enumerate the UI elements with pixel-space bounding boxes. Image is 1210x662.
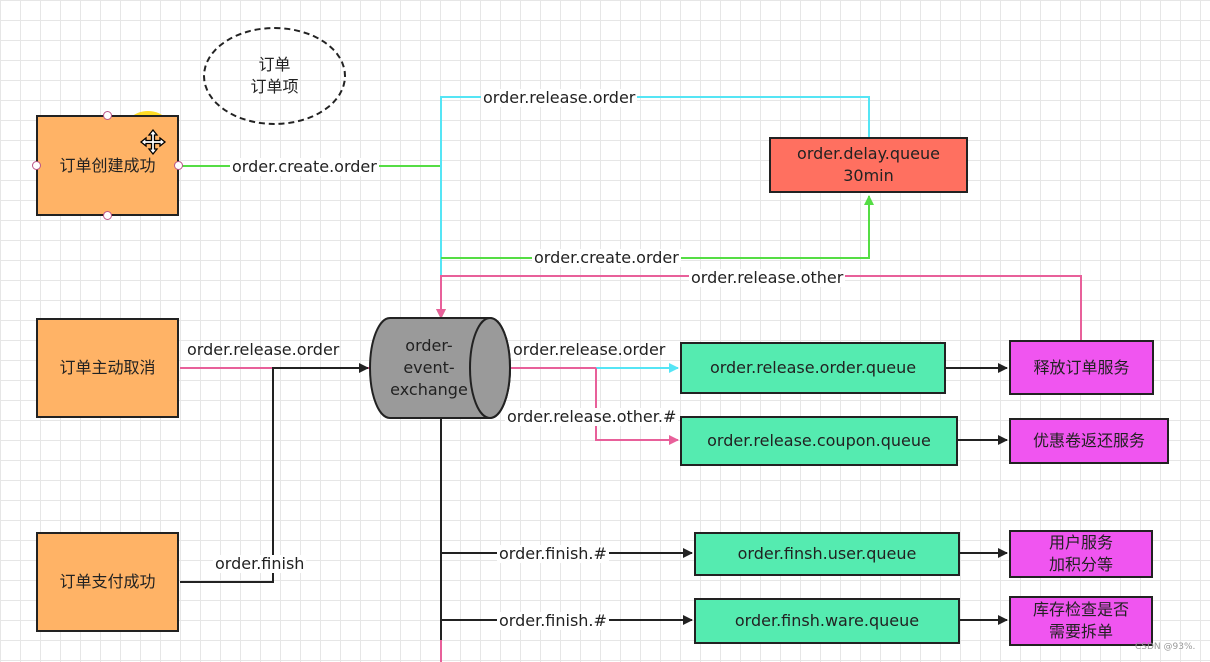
ware-service-box[interactable]: 库存检查是否 需要拆单	[1009, 596, 1153, 646]
release-service-box[interactable]: 释放订单服务	[1009, 340, 1154, 395]
note-ellipse[interactable]: 订单 订单项	[203, 27, 346, 125]
edge-label-order-finish: order.finish	[213, 554, 307, 573]
resize-handle-left[interactable]	[32, 161, 41, 170]
edge-label-release-other-mid: order.release.other	[689, 268, 846, 287]
edge-label-finish-user: order.finish.#	[497, 544, 609, 563]
finsh-ware-queue-box[interactable]: order.finsh.ware.queue	[694, 598, 960, 644]
release-coupon-queue-box[interactable]: order.release.coupon.queue	[680, 416, 958, 466]
edge-label-cancel-release-order: order.release.order	[187, 340, 340, 359]
coupon-service-box[interactable]: 优惠卷返还服务	[1009, 418, 1169, 464]
edge-finish	[180, 363, 369, 583]
move-cursor-icon	[139, 128, 167, 156]
edge-label-finish-ware: order.finish.#	[497, 611, 609, 630]
edge-label-create-order-mid: order.create.order	[532, 248, 681, 267]
resize-handle-right[interactable]	[174, 161, 183, 170]
delay-queue-box[interactable]: order.delay.queue 30min	[769, 137, 968, 193]
exchange-cylinder	[369, 317, 511, 419]
edge-label-ex-release-order: order.release.order	[513, 340, 666, 359]
order-paid-box[interactable]: 订单支付成功	[36, 532, 179, 632]
release-order-queue-box[interactable]: order.release.order.queue	[680, 342, 946, 394]
edge-label-create-order-top: order.create.order	[230, 157, 379, 176]
user-service-box[interactable]: 用户服务 加积分等	[1009, 530, 1153, 578]
edge-label-ex-release-other: order.release.other.#	[505, 407, 679, 426]
exchange-label[interactable]: order- event- exchange	[390, 336, 468, 399]
edge-label-release-order-top: order.release.order	[481, 88, 638, 107]
resize-handle-bottom[interactable]	[103, 211, 112, 220]
edge-release-order-top	[440, 96, 870, 316]
finsh-user-queue-box[interactable]: order.finsh.user.queue	[694, 532, 960, 576]
order-cancel-box[interactable]: 订单主动取消	[36, 318, 179, 418]
watermark: CSDN @93%.	[1135, 642, 1196, 652]
resize-handle-top[interactable]	[103, 111, 112, 120]
edge-ex-release-other	[595, 368, 679, 445]
